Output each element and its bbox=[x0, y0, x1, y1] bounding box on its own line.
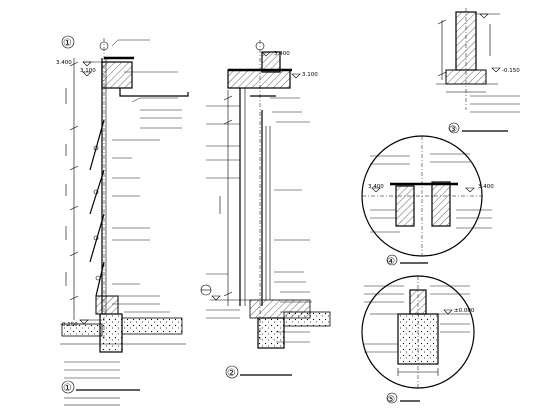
elevation-mark-3100: 3.100 bbox=[80, 68, 96, 77]
detail-4-canopy-callout: 3.400 3.400 ④ bbox=[361, 135, 494, 267]
elevation-label: 3.400 bbox=[56, 60, 72, 66]
elevation-label: -0.150 bbox=[502, 68, 520, 74]
elevation-label: ±0.000 bbox=[454, 308, 475, 314]
detail-marker: ② bbox=[227, 368, 236, 379]
leader-notes bbox=[370, 153, 492, 233]
axis-bubble bbox=[99, 41, 109, 51]
leader-notes bbox=[206, 97, 312, 343]
detail-marker: ① bbox=[63, 383, 72, 394]
elevation-label: 3.400 bbox=[368, 184, 384, 190]
detail-4-title: ④ bbox=[386, 254, 428, 267]
detail-marker: ① bbox=[63, 38, 72, 49]
elevation-label: 3.100 bbox=[302, 72, 318, 78]
detail-5-title: ⑤ bbox=[386, 392, 420, 405]
detail-2-title: ② bbox=[225, 365, 292, 379]
detail-2-window-section: 3.100 3.400 bbox=[200, 40, 331, 379]
detail-3-title: ③ bbox=[448, 122, 508, 135]
elevation-label: 3.400 bbox=[478, 184, 494, 190]
axis-bubble bbox=[255, 41, 265, 51]
detail-1-marker: ① bbox=[61, 35, 75, 49]
leader-notes bbox=[64, 39, 182, 379]
leader-notes bbox=[470, 95, 520, 113]
detail-1-window-section: 3.400 3.100 -0.150 bbox=[56, 35, 189, 406]
elevation-mark-3400: 3.400 bbox=[56, 60, 104, 67]
detail-3-pier-base: -0.150 ③ bbox=[436, 8, 520, 135]
detail-marker: ⑤ bbox=[387, 395, 395, 405]
detail-1-title: ① bbox=[61, 380, 140, 406]
detail-marker: ④ bbox=[387, 257, 395, 267]
leader-notes bbox=[364, 285, 470, 353]
detail-5-footing-callout: ±0.000 ⑤ bbox=[361, 275, 475, 405]
detail-marker: ③ bbox=[449, 125, 457, 135]
elevation-label: 3.100 bbox=[80, 68, 96, 74]
detail-2-callout bbox=[200, 284, 212, 296]
elevation-label: 3.400 bbox=[274, 51, 290, 57]
